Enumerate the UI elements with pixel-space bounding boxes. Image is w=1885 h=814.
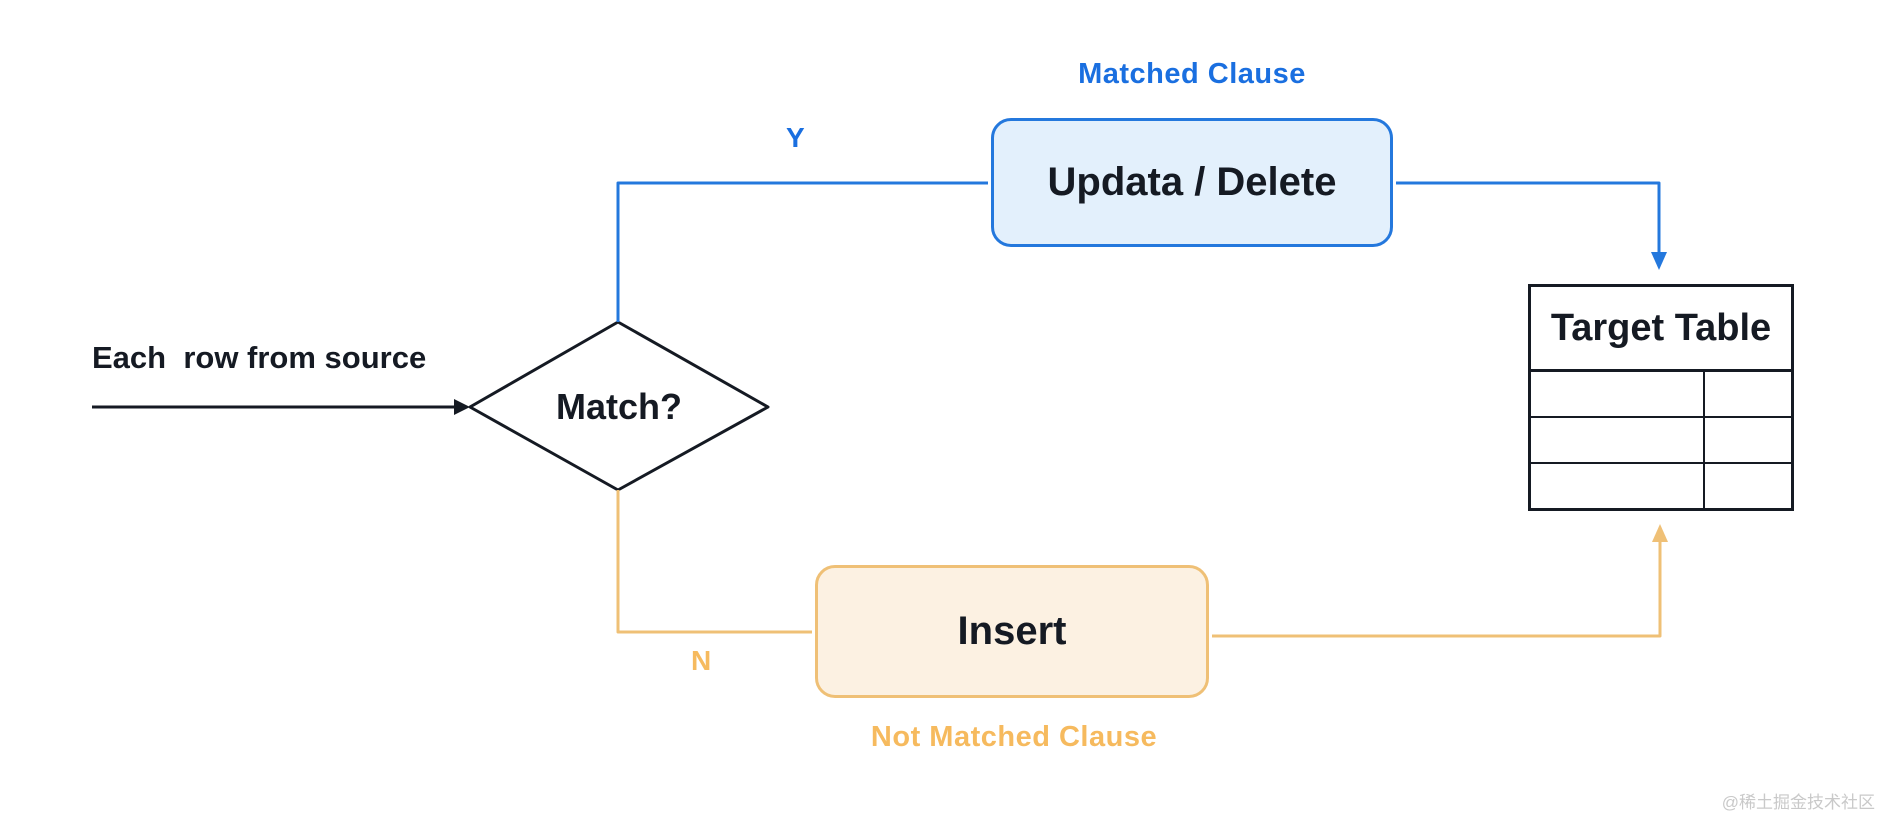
matched-clause-title: Matched Clause [1078,58,1306,90]
table-cell [1531,418,1705,462]
not-matched-edge-out [1212,540,1660,636]
table-cell [1705,372,1791,416]
target-table-title: Target Table [1531,287,1791,372]
not-matched-edge-in [618,490,812,632]
target-table-body [1531,372,1791,508]
update-delete-box: Updata / Delete [991,118,1393,247]
matched-edge-out [1396,183,1659,254]
source-arrowhead-icon [454,399,470,415]
insert-label: Insert [957,609,1067,653]
table-cell [1705,464,1791,508]
decision-label: Match? [556,386,682,427]
table-cell [1531,372,1705,416]
update-delete-label: Updata / Delete [1047,160,1337,204]
decision-diamond-shape [470,322,768,490]
table-row [1531,416,1791,462]
edge-label-yes: Y [786,122,805,153]
insert-box: Insert [815,565,1209,698]
not-matched-clause-title: Not Matched Clause [870,721,1158,753]
table-cell [1531,464,1705,508]
table-row [1531,462,1791,508]
source-label: Each row from source [92,340,427,375]
table-row [1531,372,1791,416]
matched-arrowhead-icon [1651,252,1667,270]
not-matched-arrowhead-icon [1652,524,1668,542]
edge-label-no: N [691,645,712,676]
watermark: @稀土掘金技术社区 [1721,793,1875,812]
target-table: Target Table [1528,284,1794,511]
matched-edge-in [618,183,988,322]
table-cell [1705,418,1791,462]
